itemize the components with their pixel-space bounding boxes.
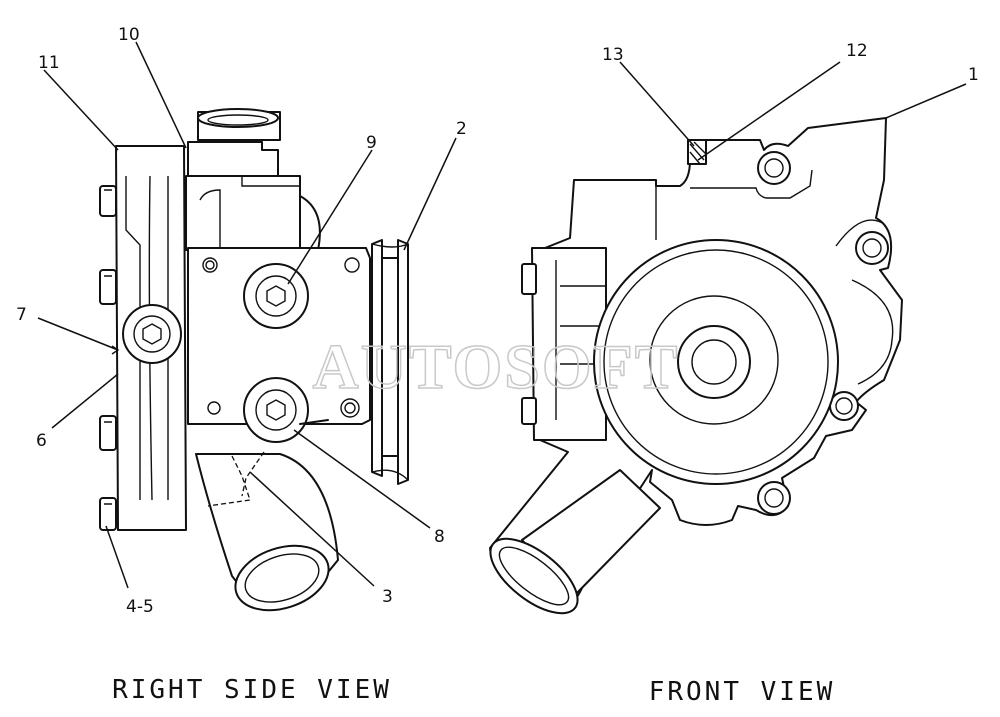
callout-3: 3 [382, 587, 393, 607]
callout-6: 6 [36, 431, 47, 451]
right-side-view-label: RIGHT SIDE VIEW [112, 675, 392, 705]
callout-11: 11 [38, 53, 60, 73]
leader-lines [37, 41, 967, 589]
callout-13: 13 [602, 45, 624, 65]
callout-8: 8 [434, 527, 445, 547]
callout-1: 1 [968, 65, 979, 85]
callout-10: 10 [118, 25, 140, 45]
right-side-view-drawing [99, 108, 409, 612]
callout-7: 7 [16, 305, 27, 325]
callout-12: 12 [846, 41, 868, 61]
callout-9: 9 [366, 133, 377, 153]
callout-4-5: 4-5 [126, 597, 154, 617]
callout-2: 2 [456, 119, 467, 139]
front-view-label: FRONT VIEW [649, 677, 836, 707]
front-view-drawing [489, 117, 903, 615]
watermark-text: AUTOSOFT [313, 331, 680, 402]
